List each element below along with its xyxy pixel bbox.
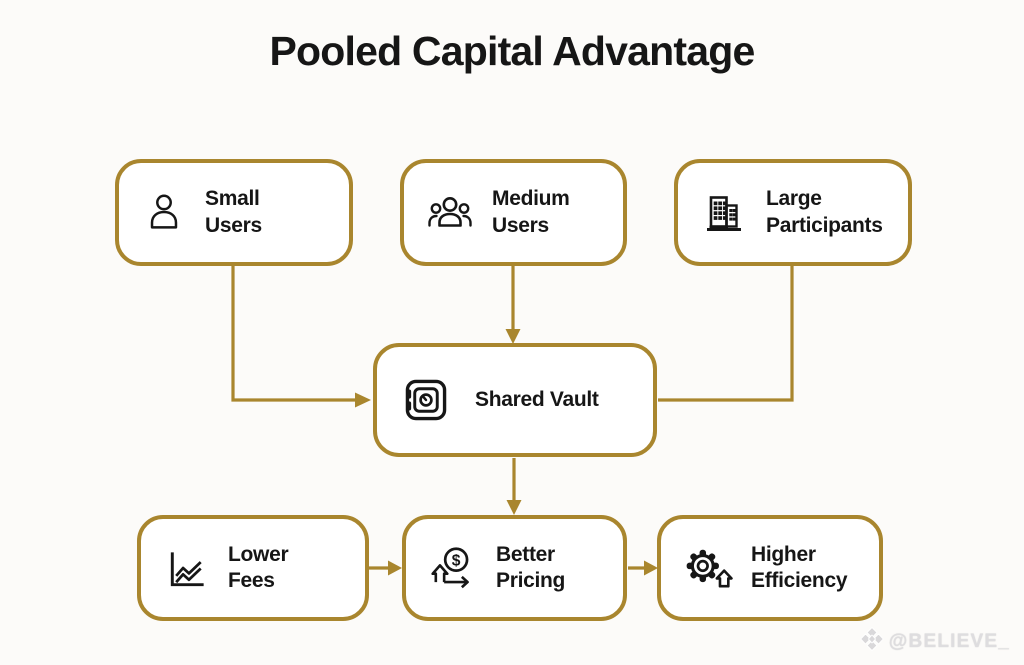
- watermark: @BELIEVE_: [859, 626, 1010, 657]
- node-label: Large Participants: [766, 187, 883, 237]
- vault-safe-icon: [399, 373, 453, 427]
- node-label: Better Pricing: [496, 542, 566, 592]
- node-small-users: Small Users: [115, 159, 353, 266]
- svg-text:$: $: [452, 552, 461, 569]
- arrowhead-pricing-to-efficiency: [644, 560, 658, 576]
- line-chart-icon: [163, 545, 210, 592]
- building-icon: [700, 189, 748, 237]
- page-title: Pooled Capital Advantage: [269, 28, 755, 74]
- node-label: Lower Fees: [228, 542, 289, 592]
- watermark-handle: @BELIEVE_: [888, 630, 1010, 652]
- arrowhead-fees-to-pricing: [388, 560, 402, 576]
- connector-small-to-vault: [231, 266, 356, 402]
- arrowhead-medium-to-vault: [505, 329, 521, 344]
- connector-large-to-vault: [658, 266, 794, 402]
- node-lower-fees: Lower Fees: [137, 515, 369, 621]
- node-label: Higher Efficiency: [751, 542, 848, 592]
- dollar-cycle-icon: $: [428, 543, 478, 593]
- node-shared-vault: Shared Vault: [373, 343, 657, 457]
- gear-arrow-icon: [683, 543, 733, 593]
- diamond-logo-icon: [859, 626, 884, 657]
- person-icon: [141, 190, 187, 236]
- node-label: Medium Users: [492, 187, 570, 237]
- node-large-participants: Large Participants: [674, 159, 912, 266]
- node-better-pricing: $ Better Pricing: [402, 515, 627, 621]
- node-label: Small Users: [205, 187, 262, 237]
- node-higher-efficiency: Higher Efficiency: [657, 515, 883, 621]
- node-label: Shared Vault: [475, 387, 599, 411]
- arrowhead-small-to-vault: [355, 392, 371, 408]
- people-group-icon: [426, 189, 474, 237]
- node-medium-users: Medium Users: [400, 159, 627, 266]
- arrowhead-vault-to-pricing: [506, 500, 522, 515]
